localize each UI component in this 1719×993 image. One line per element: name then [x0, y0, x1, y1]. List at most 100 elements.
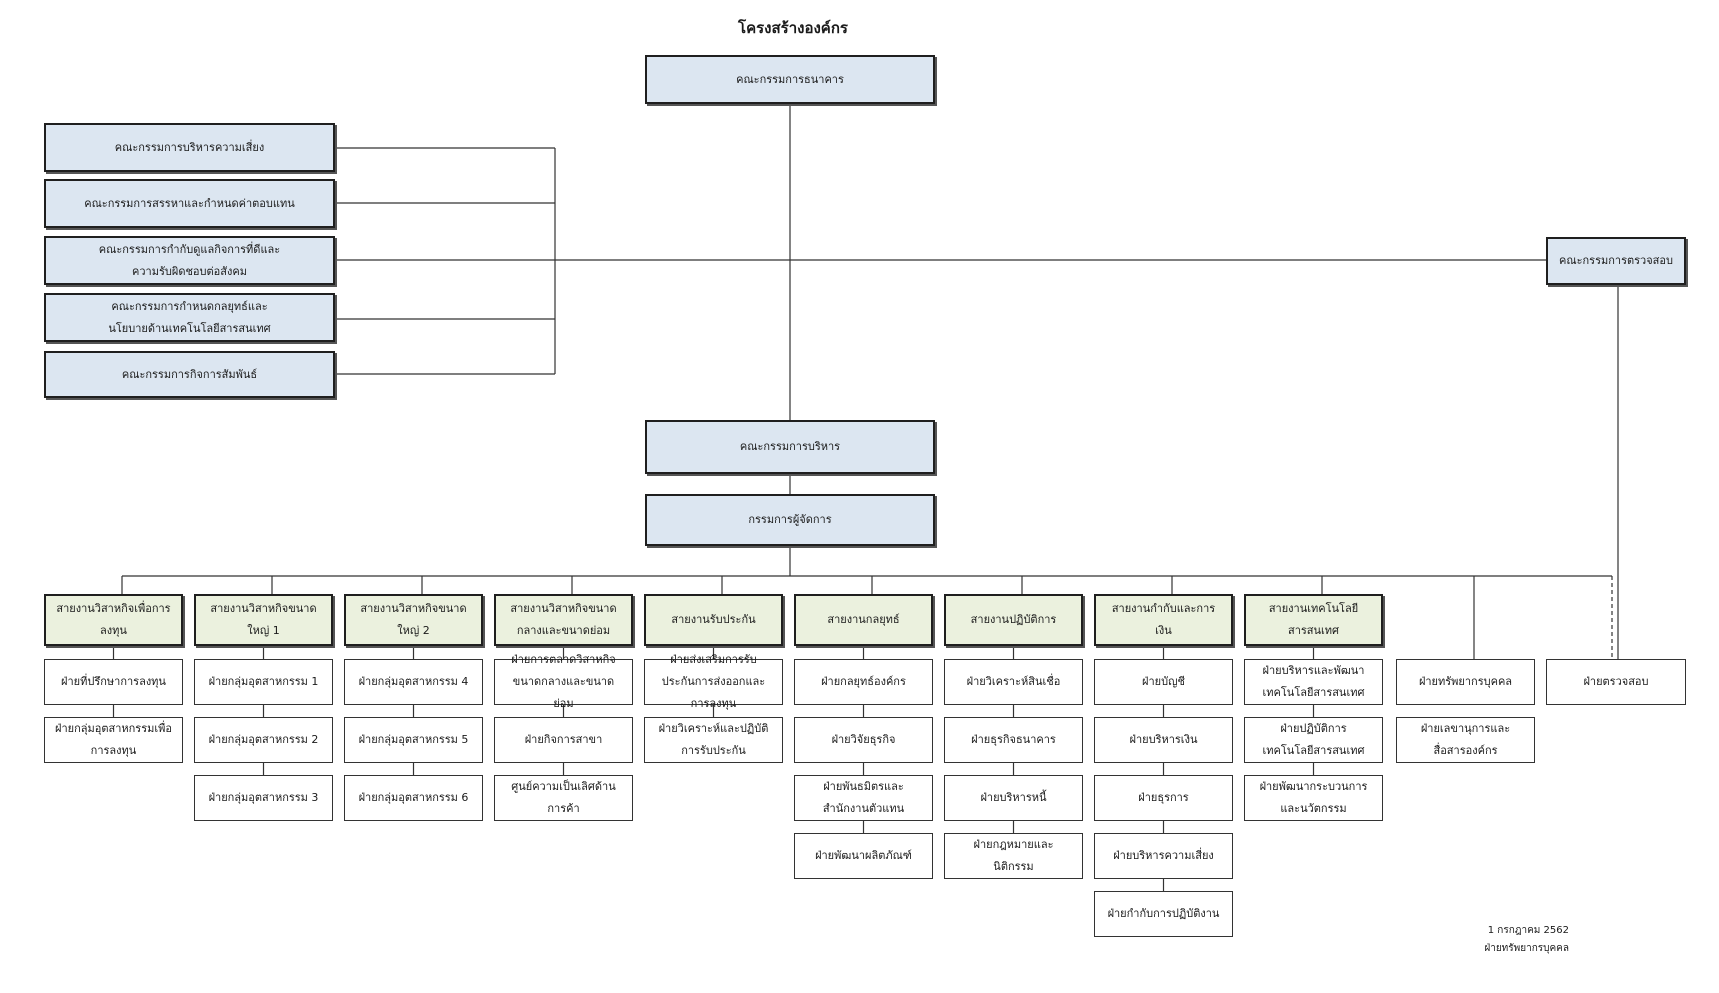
department-label: ฝ่ายพัฒนากระบวนการและนวัตกรรม [1259, 780, 1368, 815]
division-label: สายงานปฏิบัติการ [970, 613, 1057, 626]
committee-governance-label: คณะกรรมการกำกับดูแลกิจการที่ดีและความรับ… [98, 242, 281, 278]
executive-committee-box: คณะกรรมการบริหาร [645, 420, 935, 474]
department-label: ฝ่ายวิเคราะห์สินเชื่อ [966, 675, 1061, 688]
division-box: สายงานวิสาหกิจขนาดใหญ่ 1 [194, 594, 333, 646]
division-label: สายงานกลยุทธ์ [827, 613, 900, 626]
department-label: ฝ่ายบริหารหนี้ [980, 791, 1047, 804]
department-label: ฝ่ายกลุ่มอุตสาหกรรม 3 [208, 791, 319, 804]
department-box: ฝ่ายวิจัยธุรกิจ [794, 717, 933, 763]
hr-department-box: ฝ่ายทรัพยากรบุคคล [1396, 659, 1535, 705]
department-box: ศูนย์ความเป็นเลิศด้านการค้า [494, 775, 633, 821]
department-box: ฝ่ายการตลาดวิสาหกิจขนาดกลางและขนาดย่อม [494, 653, 633, 710]
department-label: ฝ่ายวิเคราะห์และปฏิบัติการรับประกัน [658, 722, 769, 757]
department-box: ฝ่ายส่งเสริมการรับประกันการส่งออกและการล… [644, 653, 783, 710]
department-box: ฝ่ายพัฒนาผลิตภัณฑ์ [794, 833, 933, 879]
bank-board-label: คณะกรรมการธนาคาร [736, 72, 844, 86]
committee-relations-label: คณะกรรมการกิจการสัมพันธ์ [121, 367, 258, 381]
department-label: ฝ่ายกลยุทธ์องค์กร [821, 675, 906, 688]
committee-nomination-box: คณะกรรมการสรรหาและกำหนดค่าตอบแทน [44, 179, 335, 228]
division-label: สายงานกำกับและการเงิน [1111, 602, 1216, 637]
department-label: ฝ่ายกิจการสาขา [524, 733, 603, 746]
department-label: ฝ่ายกำกับการปฏิบัติงาน [1107, 907, 1220, 920]
committee-risk-label: คณะกรรมการบริหารความเสี่ยง [114, 140, 265, 154]
division-box: สายงานกำกับและการเงิน [1094, 594, 1233, 646]
bank-board-box: คณะกรรมการธนาคาร [645, 55, 935, 104]
division-label: สายงานวิสาหกิจขนาดกลางและขนาดย่อม [510, 602, 617, 637]
department-label: ฝ่ายกฎหมายและนิติกรรม [973, 838, 1054, 873]
department-box: ฝ่ายกลุ่มอุตสาหกรรม 6 [344, 775, 483, 821]
committee-relations-box: คณะกรรมการกิจการสัมพันธ์ [44, 351, 335, 398]
department-box: ฝ่ายกลยุทธ์องค์กร [794, 659, 933, 705]
footer-department: ฝ่ายทรัพยากรบุคคล [1484, 943, 1569, 954]
department-box: ฝ่ายพัฒนากระบวนการและนวัตกรรม [1244, 775, 1383, 821]
department-box: ฝ่ายปฏิบัติการเทคโนโลยีสารสนเทศ [1244, 717, 1383, 763]
division-label: สายงานวิสาหกิจขนาดใหญ่ 1 [210, 602, 317, 637]
department-label: ฝ่ายธุรกิจธนาคาร [971, 733, 1056, 746]
committee-governance-box: คณะกรรมการกำกับดูแลกิจการที่ดีและความรับ… [44, 236, 335, 285]
division-box: สายงานวิสาหกิจขนาดใหญ่ 2 [344, 594, 483, 646]
hr-department-label: ฝ่ายทรัพยากรบุคคล [1418, 675, 1513, 688]
audit-committee-box: คณะกรรมการตรวจสอบ [1546, 237, 1686, 285]
department-label: ฝ่ายบริหารและพัฒนาเทคโนโลยีสารสนเทศ [1262, 664, 1365, 699]
department-box: ฝ่ายกิจการสาขา [494, 717, 633, 763]
executive-committee-label: คณะกรรมการบริหาร [739, 440, 841, 453]
department-box: ฝ่ายวิเคราะห์และปฏิบัติการรับประกัน [644, 717, 783, 763]
managing-director-box: กรรมการผู้จัดการ [645, 494, 935, 546]
department-box: ฝ่ายวิเคราะห์สินเชื่อ [944, 659, 1083, 705]
audit-committee-label: คณะกรรมการตรวจสอบ [1559, 254, 1673, 267]
department-label: ฝ่ายกลุ่มอุตสาหกรรม 6 [358, 791, 469, 804]
department-label: ฝ่ายปฏิบัติการเทคโนโลยีสารสนเทศ [1262, 722, 1365, 757]
division-label: สายงานวิสาหกิจเพื่อการลงทุน [56, 602, 171, 637]
division-box: สายงานปฏิบัติการ [944, 594, 1083, 646]
committee-it-strategy-box: คณะกรรมการกำหนดกลยุทธ์และนโยบายด้านเทคโน… [44, 293, 335, 342]
audit-department-label: ฝ่ายตรวจสอบ [1583, 675, 1649, 688]
footer-date: 1 กรกฎาคม 2562 [1487, 925, 1569, 936]
department-label: ฝ่ายกลุ่มอุตสาหกรรม 4 [358, 675, 469, 688]
department-box: ฝ่ายกลุ่มอุตสาหกรรม 1 [194, 659, 333, 705]
department-box: ฝ่ายกลุ่มอุตสาหกรรม 2 [194, 717, 333, 763]
division-label: สายงานวิสาหกิจขนาดใหญ่ 2 [360, 602, 467, 637]
department-label: ศูนย์ความเป็นเลิศด้านการค้า [511, 780, 616, 815]
page-title: โครงสร้างองค์กร [738, 19, 848, 37]
department-label: ฝ่ายธุรการ [1138, 791, 1189, 804]
committee-nomination-label: คณะกรรมการสรรหาและกำหนดค่าตอบแทน [84, 196, 295, 210]
department-box: ฝ่ายกำกับการปฏิบัติงาน [1094, 891, 1233, 937]
department-label: ฝ่ายที่ปรึกษาการลงทุน [61, 675, 166, 688]
department-box: ฝ่ายธุรการ [1094, 775, 1233, 821]
department-label: ฝ่ายบริหารความเสี่ยง [1113, 849, 1214, 862]
department-box: ฝ่ายบริหารความเสี่ยง [1094, 833, 1233, 879]
department-box: ฝ่ายกลุ่มอุตสาหกรรม 4 [344, 659, 483, 705]
department-box: ฝ่ายกลุ่มอุตสาหกรรม 5 [344, 717, 483, 763]
department-box: ฝ่ายธุรกิจธนาคาร [944, 717, 1083, 763]
department-label: ฝ่ายกลุ่มอุตสาหกรรม 5 [358, 733, 469, 746]
department-box: ฝ่ายกลุ่มอุตสาหกรรม 3 [194, 775, 333, 821]
hr-secretary-label: ฝ่ายเลขานุการและสื่อสารองค์กร [1420, 722, 1511, 757]
division-box: สายงานวิสาหกิจขนาดกลางและขนาดย่อม [494, 594, 633, 646]
managing-director-label: กรรมการผู้จัดการ [748, 513, 832, 526]
division-label: สายงานรับประกัน [671, 613, 756, 626]
department-label: ฝ่ายกลุ่มอุตสาหกรรม 2 [208, 733, 319, 746]
hr-secretary-box: ฝ่ายเลขานุการและสื่อสารองค์กร [1396, 717, 1535, 763]
department-label: ฝ่ายการตลาดวิสาหกิจขนาดกลางและขนาดย่อม [511, 653, 616, 710]
division-box: สายงานรับประกัน [644, 594, 783, 646]
department-box: ฝ่ายบริหารและพัฒนาเทคโนโลยีสารสนเทศ [1244, 659, 1383, 705]
department-label: ฝ่ายวิจัยธุรกิจ [831, 733, 896, 746]
department-box: ฝ่ายที่ปรึกษาการลงทุน [44, 659, 183, 705]
department-label: ฝ่ายบัญชี [1142, 675, 1185, 688]
department-box: ฝ่ายบริหารหนี้ [944, 775, 1083, 821]
department-box: ฝ่ายกลุ่มอุตสาหกรรมเพื่อการลงทุน [44, 717, 183, 763]
department-box: ฝ่ายพันธมิตรและสำนักงานตัวแทน [794, 775, 933, 821]
department-label: ฝ่ายกลุ่มอุตสาหกรรมเพื่อการลงทุน [55, 722, 172, 757]
department-box: ฝ่ายบัญชี [1094, 659, 1233, 705]
department-label: ฝ่ายกลุ่มอุตสาหกรรม 1 [208, 675, 319, 688]
division-box: สายงานเทคโนโลยีสารสนเทศ [1244, 594, 1383, 646]
department-label: ฝ่ายพันธมิตรและสำนักงานตัวแทน [822, 780, 905, 815]
division-label: สายงานเทคโนโลยีสารสนเทศ [1268, 602, 1359, 637]
department-label: ฝ่ายส่งเสริมการรับประกันการส่งออกและการล… [661, 653, 766, 710]
audit-department-box: ฝ่ายตรวจสอบ [1546, 659, 1686, 705]
department-label: ฝ่ายพัฒนาผลิตภัณฑ์ [815, 849, 912, 862]
division-box: สายงานวิสาหกิจเพื่อการลงทุน [44, 594, 183, 646]
department-box: ฝ่ายบริหารเงิน [1094, 717, 1233, 763]
department-label: ฝ่ายบริหารเงิน [1129, 733, 1198, 746]
